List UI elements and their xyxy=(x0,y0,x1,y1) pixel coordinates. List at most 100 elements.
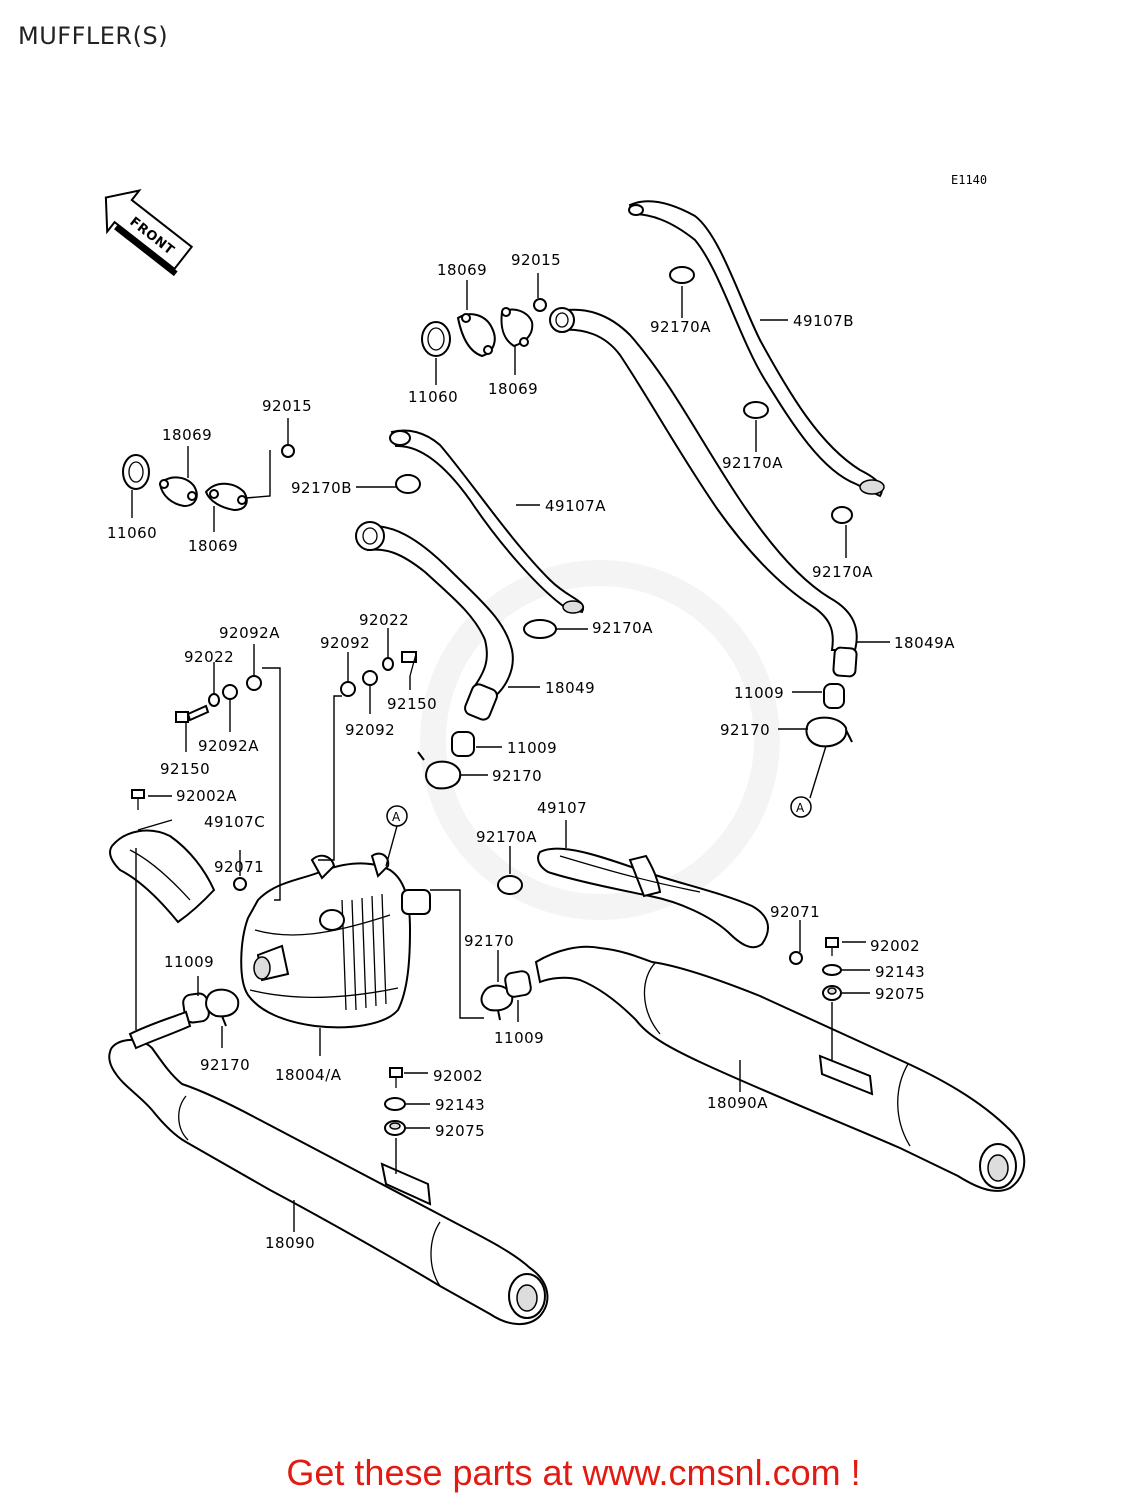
label-92170a: 92170A xyxy=(592,619,653,637)
svg-text:A: A xyxy=(392,810,401,824)
label-92143: 92143 xyxy=(435,1096,485,1114)
label-92170: 92170 xyxy=(720,721,770,739)
washer-92143-right xyxy=(822,964,842,976)
label-92092a: 92092A xyxy=(219,624,280,642)
label-11060: 11060 xyxy=(107,524,157,542)
damper-92092-1 xyxy=(340,681,356,697)
page-title: MUFFLER(S) xyxy=(18,22,169,50)
callout-a-right xyxy=(790,796,812,818)
flange-18069-left-a xyxy=(158,476,198,508)
joint-11009-right xyxy=(823,683,845,709)
label-92150: 92150 xyxy=(387,695,437,713)
exploded-parts-diagram: E1140 FRONT xyxy=(104,173,1026,1325)
bolt-92150-center xyxy=(401,651,417,677)
label-92092: 92092 xyxy=(345,721,395,739)
clamp-92170-lower xyxy=(480,984,514,1021)
label-92170b: 92170B xyxy=(291,479,352,497)
label-49107a: 49107A xyxy=(545,497,606,515)
label-49107b: 49107B xyxy=(793,312,854,330)
label-92092: 92092 xyxy=(320,634,370,652)
label-92170a: 92170A xyxy=(722,454,783,472)
diagram-code: E1140 xyxy=(951,173,987,187)
label-92022: 92022 xyxy=(184,648,234,666)
flange-18069-upper-right xyxy=(500,307,534,348)
footer-link[interactable]: Get these parts at www.cmsnl.com ! xyxy=(286,1452,861,1493)
bolt-92150-left xyxy=(175,704,210,723)
nut-92071-left xyxy=(233,877,247,891)
label-92170a: 92170A xyxy=(476,828,537,846)
label-92170a: 92170A xyxy=(812,563,873,581)
part-labels: 18069 92015 11060 18069 92170A 49107B 92… xyxy=(107,251,955,1252)
clamp-92170a-4 xyxy=(523,619,557,639)
nut-92015-upper xyxy=(533,298,547,312)
label-92002a: 92002A xyxy=(176,787,237,805)
label-18090: 18090 xyxy=(265,1234,315,1252)
label-92143: 92143 xyxy=(875,963,925,981)
washer-92022-left xyxy=(208,693,220,707)
front-arrow-icon: FRONT xyxy=(104,189,194,277)
label-18069: 18069 xyxy=(162,426,212,444)
label-92071: 92071 xyxy=(214,858,264,876)
svg-text:A: A xyxy=(796,801,805,815)
nut-92071-right xyxy=(789,951,803,965)
joint-11009-lower xyxy=(504,970,532,998)
label-92022: 92022 xyxy=(359,611,409,629)
exhaust-pipe-49107a xyxy=(389,429,585,614)
label-92071: 92071 xyxy=(770,903,820,921)
pre-muffler-18004a xyxy=(240,852,431,1029)
muffler-18090a xyxy=(534,945,1026,1192)
label-18069: 18069 xyxy=(188,537,238,555)
label-18049a: 18049A xyxy=(894,634,955,652)
leader-lines xyxy=(131,273,890,1232)
label-11009: 11009 xyxy=(494,1029,544,1047)
label-49107: 49107 xyxy=(537,799,587,817)
joint-11009-center xyxy=(451,731,475,757)
label-92015: 92015 xyxy=(511,251,561,269)
nut-92075-right xyxy=(822,985,842,1001)
bolt-92002a xyxy=(131,789,145,810)
gasket-11060-upper xyxy=(421,321,451,357)
label-92170: 92170 xyxy=(492,767,542,785)
clamp-92170-left xyxy=(205,988,240,1027)
label-49107c: 49107C xyxy=(204,813,265,831)
bolt-92002-right xyxy=(825,937,839,956)
inlet-pipe-left xyxy=(128,1010,192,1050)
heat-shield-49107c xyxy=(109,829,216,924)
flange-18069-upper-left xyxy=(456,313,496,358)
nut-92015-left xyxy=(281,444,295,458)
clamp-92170a-5 xyxy=(497,875,523,895)
label-18090a: 18090A xyxy=(707,1094,768,1112)
label-18069: 18069 xyxy=(437,261,487,279)
label-92170: 92170 xyxy=(200,1056,250,1074)
damper-92092a-2 xyxy=(222,684,238,700)
label-18049: 18049 xyxy=(545,679,595,697)
clamp-92170-right xyxy=(805,716,853,748)
label-92170a: 92170A xyxy=(650,318,711,336)
label-92002: 92002 xyxy=(433,1067,483,1085)
clamp-92170a-1 xyxy=(669,266,695,284)
clamp-92170b xyxy=(395,474,421,494)
label-11009: 11009 xyxy=(734,684,784,702)
nut-92075-center xyxy=(384,1120,406,1136)
bolt-92002-center xyxy=(389,1067,403,1088)
damper-92092a-1 xyxy=(246,675,262,691)
washer-92022-center xyxy=(382,657,394,671)
label-11009: 11009 xyxy=(507,739,557,757)
label-92075: 92075 xyxy=(875,985,925,1003)
clamp-92170a-2 xyxy=(743,401,769,419)
label-18069: 18069 xyxy=(488,380,538,398)
label-92002: 92002 xyxy=(870,937,920,955)
damper-92092-2 xyxy=(362,670,378,686)
clamp-92170a-3 xyxy=(831,506,853,524)
label-92015: 92015 xyxy=(262,397,312,415)
label-11009: 11009 xyxy=(164,953,214,971)
exhaust-pipe-18049 xyxy=(355,521,514,721)
label-11060: 11060 xyxy=(408,388,458,406)
label-92092a: 92092A xyxy=(198,737,259,755)
muffler-18090 xyxy=(108,1038,549,1325)
label-18004a: 18004/A xyxy=(275,1066,342,1084)
flange-18069-left-b xyxy=(204,482,248,512)
heat-shield-49107 xyxy=(537,847,769,949)
exhaust-pipe-49107b xyxy=(628,200,885,498)
label-92150: 92150 xyxy=(160,760,210,778)
